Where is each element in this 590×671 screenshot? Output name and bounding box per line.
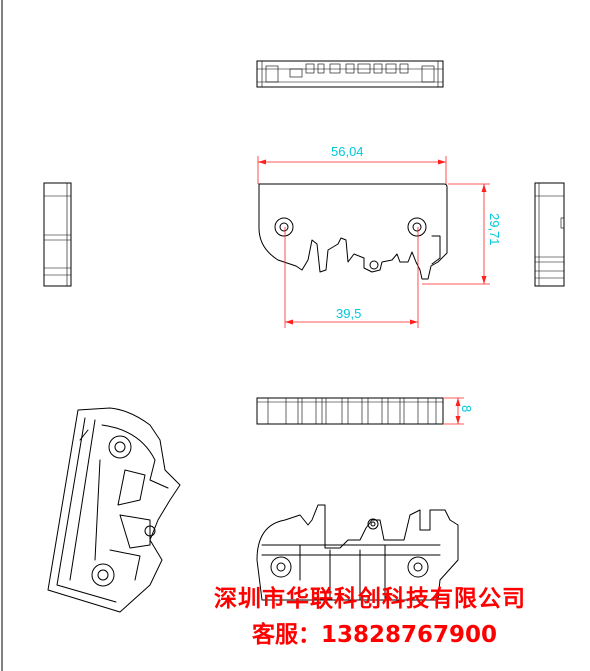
dimension-right-height-label: 29,71 bbox=[487, 213, 502, 246]
phone-watermark: 客服：13828767900 bbox=[252, 622, 498, 648]
dimension-thickness-label: 8 bbox=[459, 405, 474, 412]
front-view bbox=[258, 183, 448, 280]
dimension-top-width bbox=[257, 156, 447, 184]
dimension-top-width-label: 56,04 bbox=[331, 144, 364, 159]
dimension-hole-spacing-label: 39,5 bbox=[336, 306, 361, 321]
strip-view bbox=[256, 397, 444, 425]
top-view bbox=[256, 60, 444, 88]
dimension-right-height bbox=[422, 183, 490, 285]
left-side-view bbox=[43, 182, 72, 287]
right-side-view bbox=[534, 182, 565, 287]
isometric-view bbox=[47, 407, 181, 613]
company-watermark: 深圳市华联科创科技有限公司 bbox=[214, 586, 526, 612]
dimension-hole-spacing bbox=[284, 227, 419, 328]
perspective-view bbox=[256, 504, 459, 601]
dimension-thickness bbox=[444, 397, 464, 425]
